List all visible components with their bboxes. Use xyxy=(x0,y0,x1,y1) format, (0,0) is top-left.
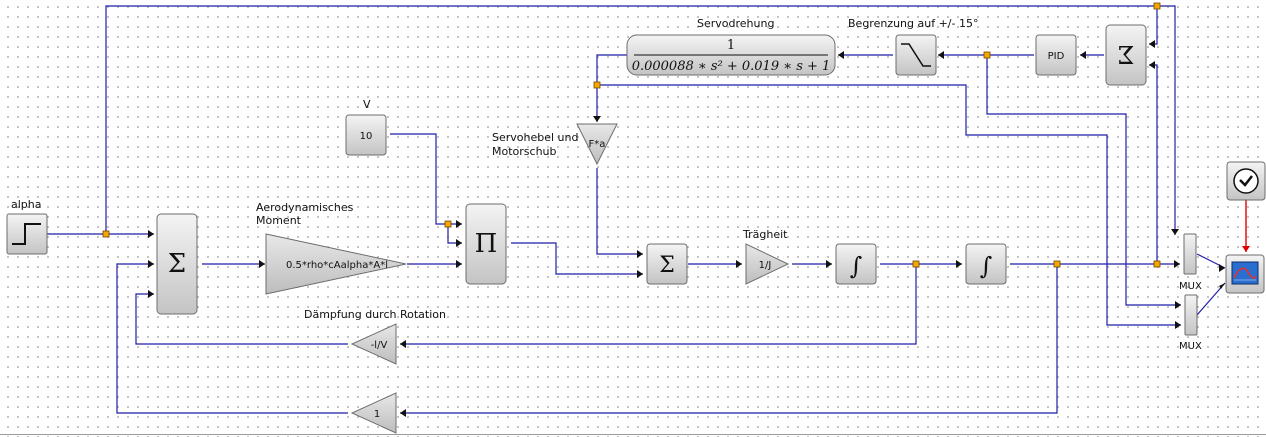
wire-int2-feedback xyxy=(400,264,1058,414)
wire-tf-to-servo xyxy=(596,54,627,122)
product-symbol: Π xyxy=(475,229,498,259)
mux-label: MUX xyxy=(1179,341,1202,352)
saturation-block[interactable]: Begrenzung auf +/- 15° xyxy=(848,17,978,76)
servo-transfer-function[interactable]: Servodrehung 1 0.000088 ∗ s² + 0.019 ∗ s… xyxy=(626,17,836,76)
aero-label-line2: Moment xyxy=(256,214,302,227)
aero-gain-text: 0.5*rho*cAalpha*A*l xyxy=(286,260,388,271)
clock-icon xyxy=(1233,168,1259,194)
damping-gain-text: -l/V xyxy=(371,340,388,351)
wire-int1-damping-feedback xyxy=(400,264,917,345)
wire-sat-branch-to-mux2 xyxy=(986,55,1181,306)
sum-symbol: Σ xyxy=(659,253,675,278)
wire-const-to-prod xyxy=(390,133,462,225)
mux-block-1[interactable]: MUX xyxy=(1179,233,1202,292)
scope-icon xyxy=(1231,261,1259,285)
unity-gain-text: 1 xyxy=(374,409,380,420)
wire-servo-to-sum2 xyxy=(596,168,643,255)
servo-label-line1: Servohebel und xyxy=(492,131,578,144)
wire-mux2-to-scope xyxy=(1196,282,1226,316)
wire-one-to-sum1 xyxy=(116,263,348,414)
sum-symbol: Σ xyxy=(1118,42,1135,70)
constant-value: 10 xyxy=(360,131,373,142)
damping-label: Dämpfung durch Rotation xyxy=(304,308,446,321)
wire-tf-branch-to-mux2 xyxy=(597,84,1181,326)
saturation-label: Begrenzung auf +/- 15° xyxy=(848,17,978,30)
damping-gain[interactable]: Dämpfung durch Rotation -l/V xyxy=(304,308,446,365)
tf-label: Servodrehung xyxy=(697,17,774,30)
arrow-heads xyxy=(148,40,1250,417)
tf-denominator: 0.000088 ∗ s² + 0.019 ∗ s + 1 xyxy=(632,59,831,74)
servo-label-line2: Motorschub xyxy=(492,145,557,158)
mux-block-2[interactable]: MUX xyxy=(1179,294,1202,352)
pid-text: PID xyxy=(1048,51,1065,62)
integrator-1[interactable]: ∫ xyxy=(835,243,877,285)
scope-block[interactable] xyxy=(1225,254,1265,294)
signal-wires xyxy=(47,5,1226,414)
saturation-icon xyxy=(901,43,931,67)
pid-block[interactable]: PID xyxy=(1035,34,1077,76)
servo-gain-text: F*a xyxy=(589,139,606,150)
inertia-label: Trägheit xyxy=(742,228,788,241)
servo-gain[interactable]: Servohebel und Motorschub F*a xyxy=(492,123,618,166)
integral-symbol: ∫ xyxy=(850,252,863,280)
product-block[interactable]: Π xyxy=(465,203,507,285)
unity-gain[interactable]: 1 xyxy=(350,392,397,434)
aero-label-line1: Aerodynamisches xyxy=(256,201,354,214)
step-block[interactable]: alpha xyxy=(6,198,48,255)
constant-label: V xyxy=(363,98,371,111)
inertia-gain[interactable]: Trägheit 1/J xyxy=(742,228,790,285)
split-points xyxy=(102,2,1161,268)
wire-alpha-top-branch xyxy=(105,5,1176,235)
sum-block-3[interactable]: Σ xyxy=(1105,24,1147,86)
tf-numerator: 1 xyxy=(727,38,735,53)
wire-int2-to-sum3 xyxy=(1149,64,1158,264)
wire-alpha-to-sum3 xyxy=(1149,6,1158,45)
clock-block[interactable] xyxy=(1226,161,1266,201)
integrator-2[interactable]: ∫ xyxy=(965,243,1007,285)
wire-prod-to-sum2 xyxy=(511,242,643,275)
mux-label: MUX xyxy=(1179,281,1202,292)
canvas-bottom-border xyxy=(0,434,1266,435)
step-label: alpha xyxy=(11,198,42,211)
integral-symbol: ∫ xyxy=(980,252,993,280)
sum-block-1[interactable]: Σ xyxy=(156,213,198,315)
inertia-gain-text: 1/J xyxy=(759,260,772,271)
sum-symbol: Σ xyxy=(168,249,186,279)
wire-damp-to-sum1 xyxy=(135,293,348,345)
aero-moment-gain[interactable]: Aerodynamisches Moment 0.5*rho*cAalpha*A… xyxy=(256,201,407,295)
constant-block[interactable]: V 10 xyxy=(345,98,387,156)
step-signal-icon xyxy=(12,223,41,245)
sum-block-2[interactable]: Σ xyxy=(646,243,688,285)
